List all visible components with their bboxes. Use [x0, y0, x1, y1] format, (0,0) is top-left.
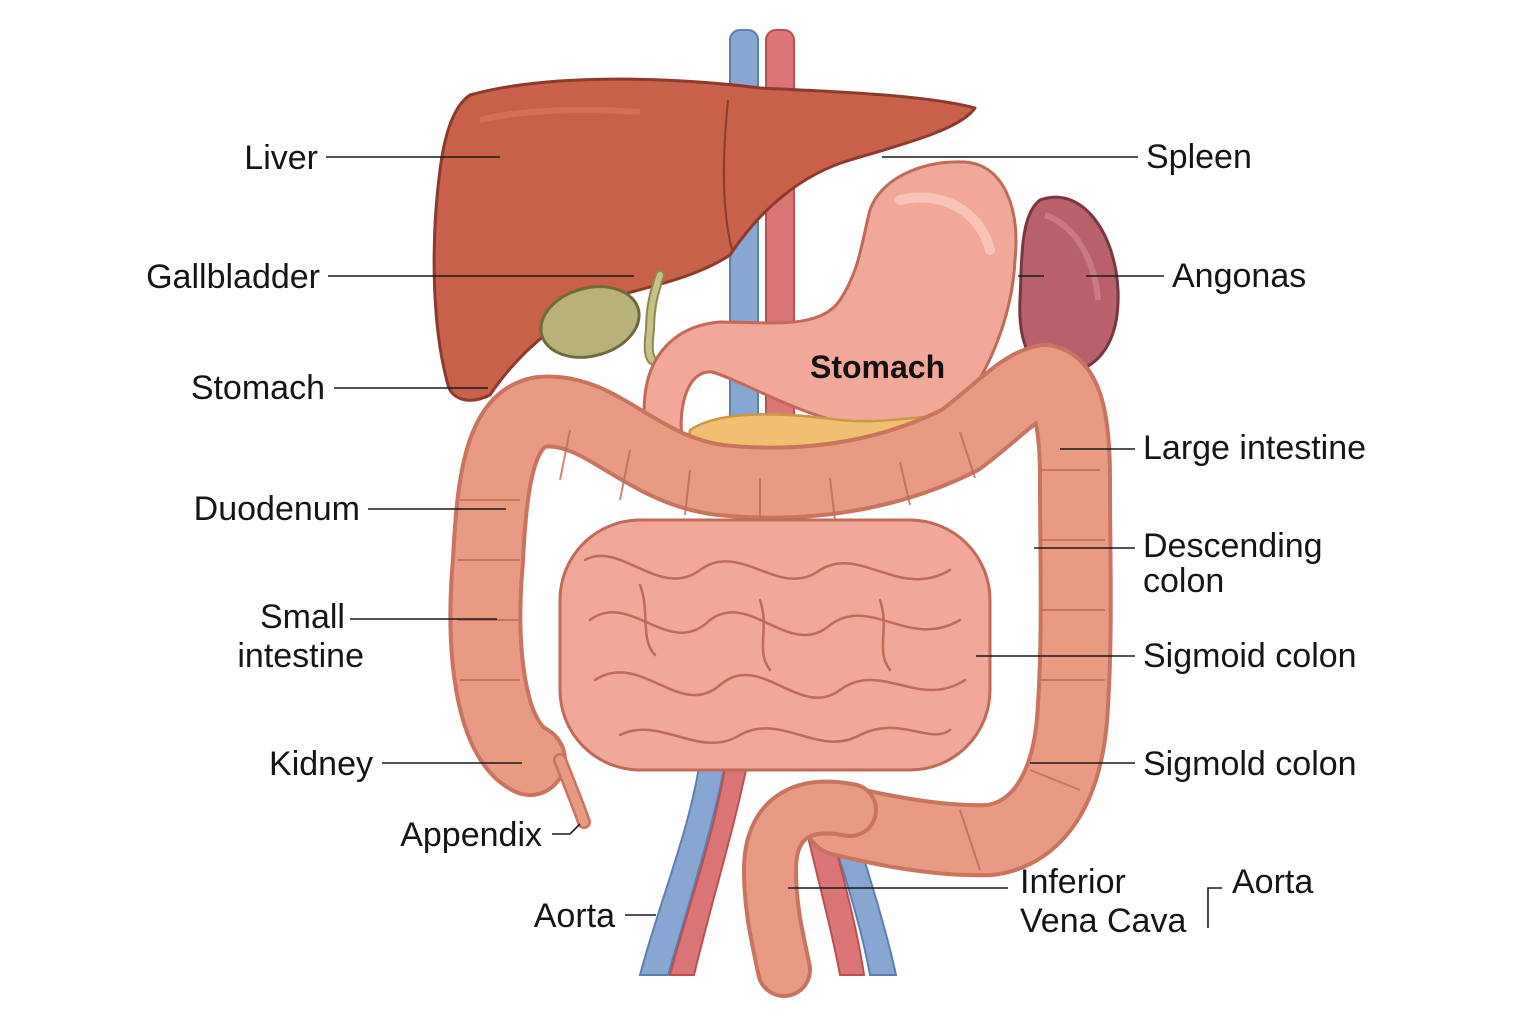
- label-kidney: Kidney: [269, 745, 373, 783]
- label-stomach-center: Stomach: [810, 349, 945, 385]
- labels: Liver Gallbladder Stomach Duodenum Small…: [146, 138, 1366, 940]
- label-gallbladder: Gallbladder: [146, 258, 320, 296]
- label-spleen: Spleen: [1146, 138, 1252, 176]
- label-small-intestine-2: intestine: [237, 637, 364, 675]
- label-angonas: Angonas: [1172, 257, 1306, 295]
- label-sigmoid-colon-1: Sigmoid colon: [1143, 637, 1357, 675]
- label-large-intestine: Large intestine: [1143, 429, 1366, 467]
- small-intestine: [558, 518, 992, 772]
- gallbladder: [539, 270, 665, 365]
- stomach: [642, 160, 1018, 497]
- label-small-intestine-1: Small: [260, 598, 345, 636]
- label-sigmoid-colon-2: Sigmold colon: [1143, 745, 1357, 783]
- label-ivc-1: Inferior: [1020, 863, 1126, 901]
- liver: [432, 77, 977, 402]
- label-aorta-left: Aorta: [534, 897, 615, 935]
- label-descending-2: colon: [1143, 562, 1224, 600]
- label-duodenum: Duodenum: [194, 490, 360, 528]
- label-aorta-right: Aorta: [1232, 863, 1313, 901]
- label-ivc-2: Vena Cava: [1020, 902, 1186, 940]
- label-appendix: Appendix: [400, 816, 542, 854]
- label-stomach-left: Stomach: [191, 369, 325, 407]
- large-intestine: [448, 343, 1113, 998]
- label-descending-1: Descending: [1143, 527, 1323, 565]
- label-liver: Liver: [244, 139, 318, 177]
- leader-lines: [326, 156, 1222, 928]
